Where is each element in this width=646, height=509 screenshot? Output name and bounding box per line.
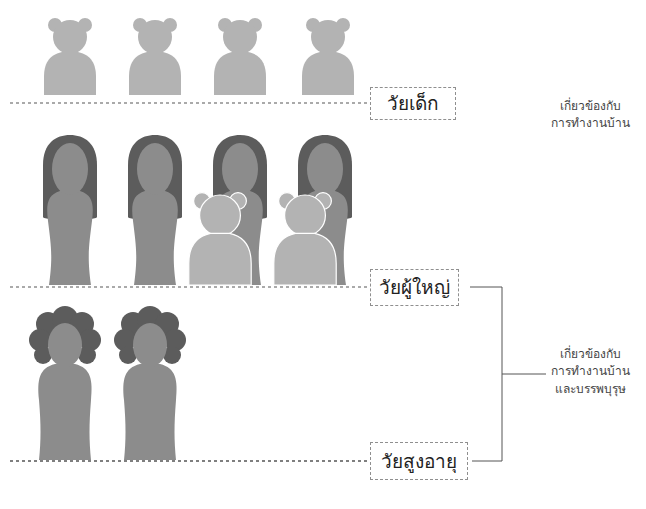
child-figure — [302, 18, 354, 95]
stage-box: วัยเด็ก — [370, 87, 456, 120]
divider-line — [10, 286, 370, 288]
stage-box: วัยผู้ใหญ่ — [370, 269, 459, 306]
bracket — [470, 287, 546, 461]
note-text: เกี่ยวข้องกับ การทำงานบ้าน และบรรพบุรุษ — [549, 346, 631, 398]
stage-label: วัยเด็ก — [387, 92, 439, 115]
divider-line — [10, 460, 370, 462]
divider-line — [10, 102, 370, 104]
adult-figure — [43, 135, 97, 285]
stage-box: วัยสูงอายุ — [370, 442, 468, 480]
child-figure — [274, 193, 336, 285]
child-figure — [44, 18, 96, 95]
stage-label: วัยผู้ใหญ่ — [379, 276, 450, 299]
note-text: เกี่ยวข้องกับ การทำงานบ้าน — [549, 98, 631, 133]
elder-figure — [29, 306, 101, 460]
stage-label: วัยสูงอายุ — [381, 450, 457, 473]
elder-figure — [114, 306, 186, 460]
child-figure — [214, 18, 266, 95]
child-figure — [129, 18, 181, 95]
child-figure — [189, 193, 251, 285]
adult-figure — [128, 135, 182, 285]
